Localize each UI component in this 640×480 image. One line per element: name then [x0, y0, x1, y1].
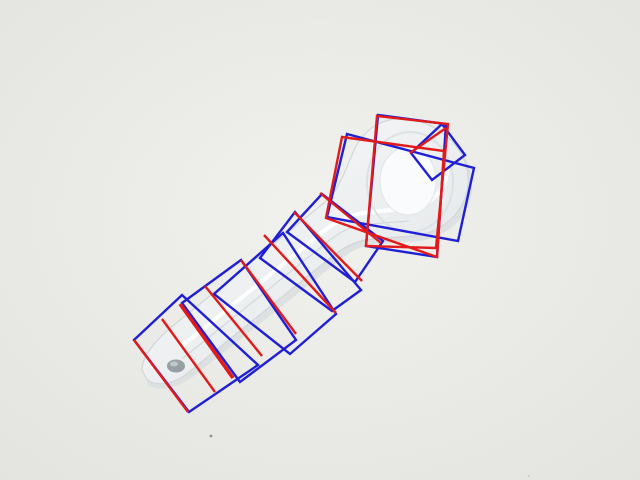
- tiny-dust-mark-1: [209, 434, 213, 438]
- grasp-rectangle-red-2: [364, 114, 450, 250]
- grasp-rectangle-blue-4: [258, 210, 363, 313]
- grasp-line-red-9: [409, 127, 447, 154]
- object-cup-inner: [379, 146, 437, 216]
- grasp-rectangle-red-1: [324, 135, 446, 259]
- tiny-dust-mark-2: [528, 475, 530, 477]
- grasp-rectangle-blue-3: [212, 231, 338, 356]
- grasp-line-red-3: [178, 302, 235, 380]
- grasp-line-red-7: [293, 211, 363, 282]
- grasp-rectangle-blue-8: [409, 122, 467, 182]
- grasp-overlays: [132, 113, 476, 414]
- grasp-rectangle-blue-5: [285, 192, 385, 284]
- grasp-rectangle-blue-2: [180, 258, 298, 384]
- grasp-line-red-6: [263, 234, 337, 314]
- object-hole-highlight: [170, 361, 178, 367]
- grasp-rectangle-blue-6: [325, 132, 476, 243]
- grasp-line-red-1: [133, 339, 189, 413]
- grasp-line-red-2: [161, 318, 216, 393]
- grasp-line-red-5: [240, 259, 297, 335]
- grasp-line-red-4: [204, 285, 263, 357]
